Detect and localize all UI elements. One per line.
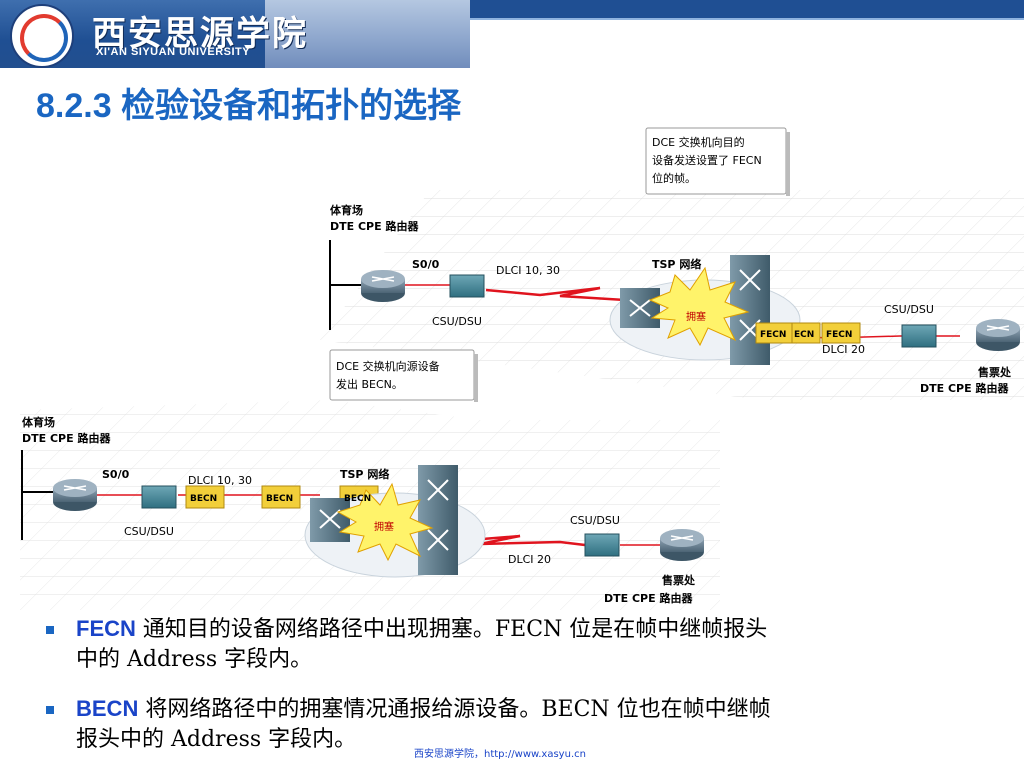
- bullet-square-icon: [46, 706, 54, 714]
- bottom-diagram: DCE 交换机向源设备 发出 BECN。 体育场 DTE CPE 路由器 S0/…: [20, 349, 720, 610]
- bottom-dst-name: 售票处: [661, 573, 696, 587]
- top-csu-right-icon: [901, 324, 937, 348]
- top-csu-left-label: CSU/DSU: [432, 315, 482, 328]
- school-name-cn: 西安思源学院: [92, 14, 308, 54]
- top-port-label: S0/0: [412, 258, 440, 271]
- bullet-keyword: FECN: [76, 616, 136, 641]
- top-fecn-frames: [755, 322, 861, 344]
- header-right-line: [470, 18, 1024, 20]
- bottom-port-label: S0/0: [102, 468, 130, 481]
- top-callout-line: 设备发送设置了 FECN: [652, 153, 762, 167]
- top-src-name: 体育场: [330, 203, 363, 217]
- top-tsp-label: TSP 网络: [652, 257, 701, 271]
- frame-ecn: [791, 322, 821, 344]
- top-csu-left-icon: [449, 274, 485, 298]
- bottom-tsp-label: TSP 网络: [340, 467, 389, 481]
- top-dst-router-icon: [976, 319, 1020, 351]
- bottom-src-router-label: DTE CPE 路由器: [22, 431, 111, 445]
- school-name-en: XI'AN SIYUAN UNIVERSITY: [96, 46, 251, 58]
- top-csu-right-label: CSU/DSU: [884, 303, 934, 316]
- bottom-src-router-icon: [53, 479, 97, 511]
- bottom-callout-line: DCE 交换机向源设备: [336, 359, 440, 373]
- top-frame-label: FECN: [760, 330, 786, 340]
- top-src-router-icon: [361, 270, 405, 302]
- top-serial-link: [485, 286, 626, 302]
- bullet-square-icon: [46, 626, 54, 634]
- bullet-becn: BECN 将网络路径中的拥塞情况通报给源设备。BECN 位也在帧中继帧报头中的 …: [46, 694, 976, 755]
- header-right-band: [470, 0, 1024, 18]
- logo-band: 西安思源学院 XI'AN SIYUAN UNIVERSITY: [0, 0, 470, 68]
- bullet-fecn: FECN 通知目的设备网络路径中出现拥塞。FECN 位是在帧中继帧报头中的 Ad…: [46, 614, 976, 675]
- top-frame-label: ECN: [794, 330, 814, 340]
- bullet-text: 将网络路径中的拥塞情况通报给源设备。BECN 位也在帧中继帧: [138, 697, 771, 722]
- university-logo-icon: [10, 4, 74, 68]
- frame-becn: [185, 485, 225, 509]
- top-frame-label: FECN: [826, 330, 852, 340]
- top-congestion-label: 拥塞: [686, 310, 706, 323]
- bottom-dlci-right: DLCI 20: [508, 553, 551, 566]
- bottom-csu-left-label: CSU/DSU: [124, 525, 174, 538]
- frame-becn: [261, 485, 301, 509]
- bottom-csu-right-icon: [584, 533, 620, 557]
- top-dlci-right: DLCI 20: [822, 343, 865, 356]
- frame-fecn: [821, 322, 861, 344]
- top-dst-name: 售票处: [977, 365, 1012, 379]
- bottom-dce-switch-right-icon: [418, 465, 458, 575]
- top-callout-line: DCE 交换机向目的: [652, 135, 745, 149]
- bottom-csu-left-icon: [141, 485, 177, 509]
- bottom-dst-router-icon: [660, 529, 704, 561]
- bottom-csu-right-label: CSU/DSU: [570, 514, 620, 527]
- bottom-congestion-burst: [336, 482, 434, 562]
- top-src-router-label: DTE CPE 路由器: [330, 219, 419, 233]
- bullet-keyword: BECN: [76, 696, 139, 721]
- slide-title: 8.2.3 检验设备和拓扑的选择: [36, 87, 462, 125]
- bullet-text: 中的 Address 字段内。: [76, 647, 313, 672]
- bullet-text: 通知目的设备网络路径中出现拥塞。FECN 位是在帧中继帧报头: [135, 617, 768, 642]
- bottom-callout-box: [329, 349, 475, 401]
- top-dst-router-label: DTE CPE 路由器: [920, 381, 1009, 395]
- bottom-frame-label: BECN: [266, 494, 293, 504]
- bottom-dst-router-label: DTE CPE 路由器: [604, 591, 693, 605]
- footer-link[interactable]: 西安思源学院，http://www.xasyu.cn: [414, 749, 586, 760]
- bullet-text: 报头中的 Address 字段内。: [76, 727, 357, 752]
- bottom-congestion-label: 拥塞: [374, 520, 394, 533]
- campus-image: [265, 0, 470, 68]
- top-callout-line: 位的帧。: [652, 171, 696, 185]
- bottom-frame-label: BECN: [344, 494, 371, 504]
- bottom-frame-label: BECN: [190, 494, 217, 504]
- bottom-callout-line: 发出 BECN。: [336, 377, 403, 391]
- top-dlci-left: DLCI 10, 30: [496, 264, 560, 277]
- top-diagram: DCE 交换机向目的 设备发送设置了 FECN 位的帧。 体育场 DTE CPE…: [320, 127, 1024, 400]
- bottom-src-name: 体育场: [22, 415, 55, 429]
- header-banner: 西安思源学院 XI'AN SIYUAN UNIVERSITY: [0, 0, 1024, 68]
- bottom-dlci-left: DLCI 10, 30: [188, 474, 252, 487]
- top-congestion-burst: [648, 266, 750, 347]
